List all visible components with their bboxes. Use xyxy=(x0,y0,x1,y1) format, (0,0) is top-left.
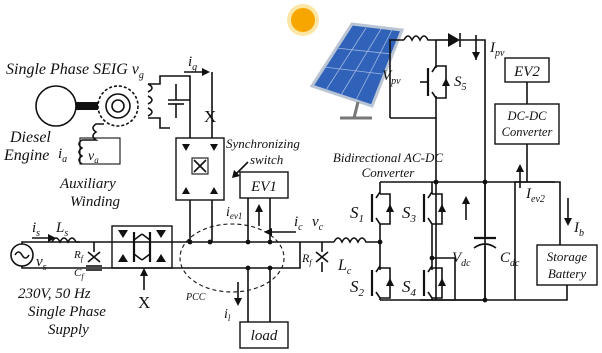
ls-label: Ls xyxy=(55,220,68,239)
diesel-label-2: Engine xyxy=(3,147,49,164)
s1-label: S1 xyxy=(350,203,364,225)
seig-rotor-icon xyxy=(97,85,139,127)
iev1-label: iev1 xyxy=(226,205,242,221)
storage-battery-box xyxy=(536,244,598,286)
storage-label-1: Storage xyxy=(547,249,588,264)
dc-link-capacitor: Vdc Cdc xyxy=(452,179,520,303)
supply-label-1: 230V, 50 Hz xyxy=(18,286,91,302)
iev2-label: Iev2 xyxy=(525,186,545,205)
aux-label-1: Auxiliary xyxy=(59,176,116,192)
ia-label: ia xyxy=(58,146,67,165)
load-label: load xyxy=(251,328,278,344)
solar-panel-icon xyxy=(309,22,405,120)
ig-label: ig xyxy=(188,54,197,73)
rf-right-label: Rf xyxy=(301,251,313,267)
supply-label-3: Supply xyxy=(48,322,89,338)
pcc-ring xyxy=(179,223,285,293)
converter-label-2: Converter xyxy=(362,165,416,180)
il-label: il xyxy=(224,307,231,323)
aux-label-2: Winding xyxy=(70,194,121,210)
ev1-branch: EV1 iev1 xyxy=(226,171,289,242)
supply-label-2: Single Phase xyxy=(28,304,106,320)
ev1-box xyxy=(239,171,289,199)
diesel-engine-icon xyxy=(35,85,77,127)
seig-label: Single Phase SEIG vg xyxy=(6,61,144,81)
ib-label: Ib xyxy=(573,220,584,239)
pcc-label: PCC xyxy=(185,292,206,303)
cf-label: Cf xyxy=(74,267,85,281)
ipv-label: Ipv xyxy=(489,40,505,59)
seig-generator: Single Phase SEIG vg Diesel Engine ia va… xyxy=(3,54,210,210)
s5-label: S5 xyxy=(454,74,467,93)
diesel-label-1: Diesel xyxy=(9,129,51,146)
converter-label-1: Bidirectional AC-DC xyxy=(333,150,443,165)
is-label: is xyxy=(32,220,40,239)
ev1-label: EV1 xyxy=(250,179,277,195)
load-box xyxy=(239,321,289,349)
ev2-label: EV2 xyxy=(513,64,540,80)
storage-label-2: Battery xyxy=(548,266,586,281)
sync-label-1: Synchronizing xyxy=(226,136,300,151)
dcdc-label-2: Converter xyxy=(502,125,553,139)
s2-label: S2 xyxy=(350,277,365,299)
load-branch: load il xyxy=(224,268,289,349)
va-label: va xyxy=(88,149,99,165)
vc-label: vc xyxy=(312,214,324,233)
grid-supply: vs is Ls Rf Cf 230V, 50 Hz Single Phase … xyxy=(10,220,106,338)
sync-label-2: switch xyxy=(250,152,283,167)
grid-sync-switch: X xyxy=(111,225,173,312)
storage-battery: Ib Storage Battery xyxy=(420,181,598,301)
vpv-label: Vpv xyxy=(382,68,401,87)
s3-label: S3 xyxy=(402,203,417,225)
rf-left-label: Rf xyxy=(73,249,85,263)
vs-label: vs xyxy=(36,254,47,273)
cdc-label: Cdc xyxy=(500,250,520,269)
pv-boost-converter: Vpv S5 Ipv xyxy=(382,33,505,300)
lc-label: Lc xyxy=(337,257,352,277)
sun-icon xyxy=(287,4,319,36)
s4-label: S4 xyxy=(402,277,417,299)
dcdc-label-1: DC-DC xyxy=(507,109,548,123)
ic-label: ic xyxy=(294,214,303,233)
ac-dc-converter: Bidirectional AC-DC Converter S1 S2 S3 S… xyxy=(333,150,485,301)
seig-sync-switch: X Synchronizing switch xyxy=(175,72,300,242)
vdc-label: Vdc xyxy=(452,250,471,269)
x-top-label: X xyxy=(204,107,216,126)
x-bottom-label: X xyxy=(138,293,150,312)
